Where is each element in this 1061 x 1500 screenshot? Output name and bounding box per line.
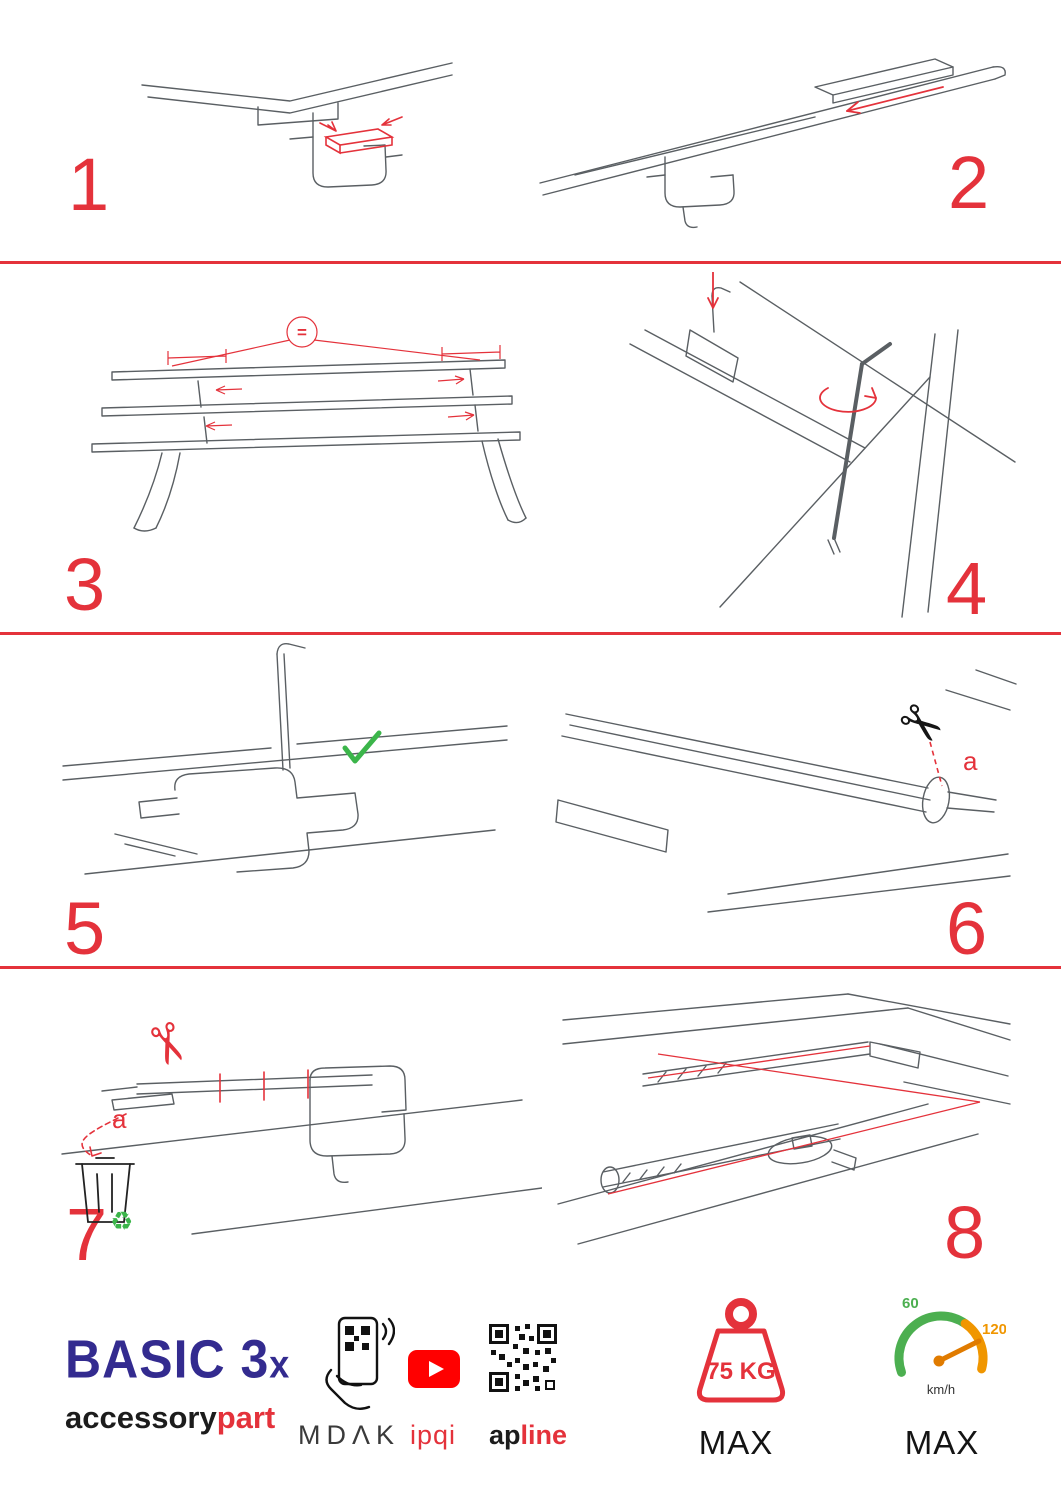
step-2-slide-arrow bbox=[846, 86, 944, 114]
step-1-number: 1 bbox=[68, 143, 110, 226]
scissors-icon-red: ✂ bbox=[131, 1013, 203, 1076]
weight-limit-value: 75 KG bbox=[706, 1358, 775, 1385]
step-8-number: 8 bbox=[944, 1191, 986, 1274]
partner-ipqi-label: ipqi bbox=[410, 1420, 457, 1450]
step-1-illustration bbox=[141, 62, 453, 188]
step-6-number: 6 bbox=[946, 887, 988, 970]
gauge-needle bbox=[936, 1338, 982, 1364]
partner-apline-label: apline bbox=[489, 1420, 568, 1450]
step-1-insert-plate bbox=[319, 116, 403, 155]
step-6-label-a: a bbox=[963, 746, 978, 776]
step-2-illustration bbox=[539, 58, 1006, 229]
step-4-number: 4 bbox=[946, 547, 988, 630]
step-8-illustration bbox=[557, 993, 1011, 1245]
step-2-number: 2 bbox=[948, 141, 990, 224]
weight-max-label: MAX bbox=[698, 1424, 774, 1461]
youtube-icon bbox=[408, 1350, 460, 1388]
step-3-number: 3 bbox=[64, 543, 106, 626]
step-3-spacing-marks bbox=[167, 316, 501, 431]
scissors-icon: ✂ bbox=[885, 689, 955, 762]
qr-code bbox=[489, 1324, 557, 1392]
step-5-illustration bbox=[62, 643, 508, 875]
equal-spacing-symbol: = bbox=[297, 323, 307, 342]
step-7-label-a: a bbox=[112, 1104, 127, 1134]
brand-logo-text: accessorypart bbox=[65, 1400, 276, 1435]
speed-high-label: 120 bbox=[982, 1321, 1006, 1338]
speed-limit-icon: 60 120 km/h bbox=[894, 1295, 1006, 1397]
step-4-illustration bbox=[629, 272, 1016, 618]
separator-1 bbox=[0, 261, 1061, 264]
recycle-icon: ♻ bbox=[110, 1206, 133, 1236]
speed-max-label: MAX bbox=[904, 1424, 980, 1461]
step-8-guide-lines bbox=[607, 1045, 981, 1195]
product-multiplier: x bbox=[269, 1342, 291, 1387]
separator-3 bbox=[0, 966, 1061, 969]
step-7-illustration: ✂ a ♻ bbox=[61, 1013, 542, 1236]
brand-block: BASIC 3x accessorypart bbox=[65, 1328, 291, 1436]
step-6-cut-line bbox=[929, 741, 943, 787]
weight-limit-icon: 75 KG bbox=[696, 1298, 786, 1403]
speed-low-label: 60 bbox=[902, 1295, 919, 1312]
speed-unit-label: km/h bbox=[927, 1382, 955, 1397]
product-name: BASIC 3x bbox=[65, 1329, 291, 1390]
partner-mdak-label: MDΛK bbox=[298, 1420, 401, 1450]
trash-bin-icon bbox=[75, 1157, 135, 1223]
phone-qr-pixels bbox=[345, 1326, 370, 1351]
step-5-number: 5 bbox=[64, 887, 106, 970]
step-6-illustration: ✂ a bbox=[555, 669, 1017, 913]
step-7-cut-marks bbox=[81, 1069, 309, 1157]
step-4-arrows bbox=[707, 272, 877, 413]
check-icon bbox=[342, 730, 382, 764]
separator-2 bbox=[0, 632, 1061, 635]
phone-scan-icon bbox=[325, 1316, 395, 1410]
step-3-illustration: = bbox=[91, 316, 527, 532]
